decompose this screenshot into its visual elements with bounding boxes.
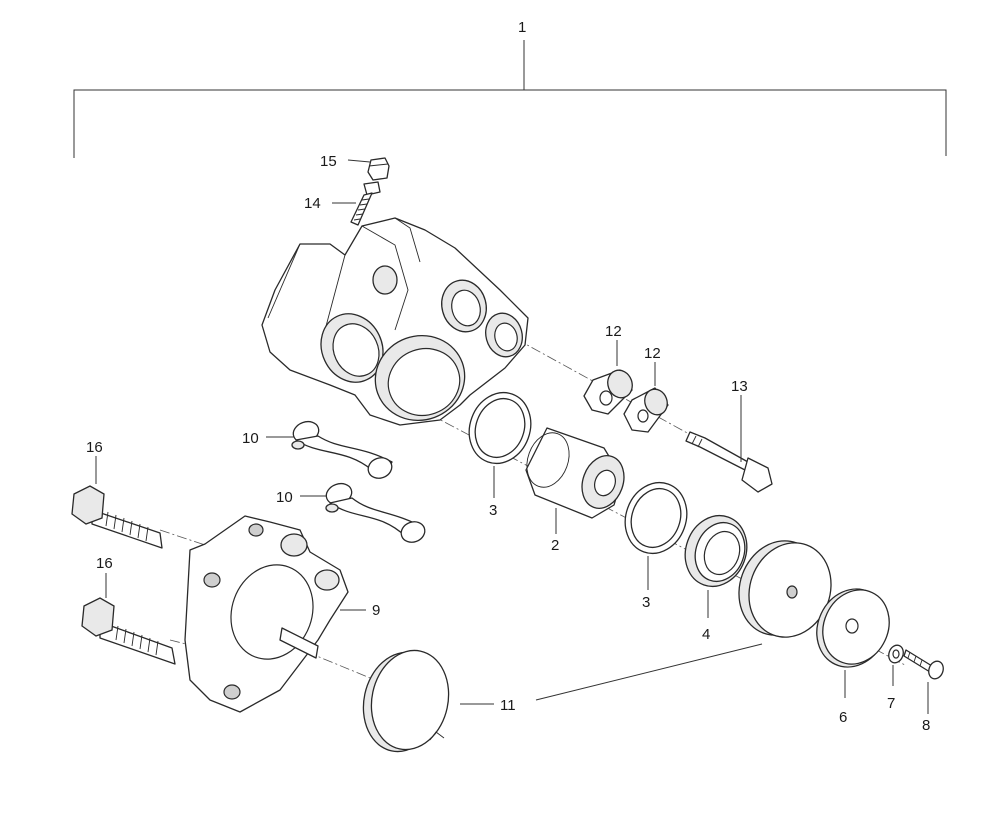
piston-seal-lower [624, 481, 688, 555]
label-10b: 10 [276, 489, 293, 506]
label-4: 4 [702, 626, 710, 643]
cover-plate [816, 588, 890, 668]
cap [362, 649, 450, 753]
label-15: 15 [320, 153, 337, 170]
label-7: 7 [887, 695, 895, 712]
piston-seal-upper [468, 391, 532, 465]
label-3a: 3 [489, 502, 497, 519]
bushing-a [583, 369, 633, 415]
label-14: 14 [304, 195, 321, 212]
screw [903, 649, 944, 680]
bleed-cap [367, 157, 390, 181]
label-3b: 3 [642, 594, 650, 611]
label-2: 2 [551, 537, 559, 554]
pad-spring-lower [325, 482, 426, 543]
label-12a: 12 [605, 323, 622, 340]
label-16b: 16 [96, 555, 113, 572]
label-9: 9 [372, 602, 380, 619]
piston [525, 427, 625, 519]
label-13: 13 [731, 378, 748, 395]
label-12b: 12 [644, 345, 661, 362]
leader-11-cover [535, 643, 763, 701]
label-1: 1 [518, 19, 526, 36]
assembly-bracket [73, 40, 947, 158]
label-16a: 16 [86, 439, 103, 456]
bleed-valve [350, 181, 381, 226]
label-6: 6 [839, 709, 847, 726]
bolt-upper [71, 485, 163, 549]
label-10a: 10 [242, 430, 259, 447]
bushing-b [623, 387, 669, 433]
label-8: 8 [922, 717, 930, 734]
label-11: 11 [500, 697, 516, 714]
pin-bolt [685, 431, 773, 493]
bolt-lower [81, 597, 176, 665]
washer [888, 644, 904, 664]
leader-15 [347, 159, 371, 163]
caliper-body [261, 217, 529, 426]
dust-seal [684, 514, 748, 588]
caliper-cover [738, 540, 832, 638]
pad-spring-upper [291, 420, 393, 479]
caliper-bracket [184, 515, 349, 713]
